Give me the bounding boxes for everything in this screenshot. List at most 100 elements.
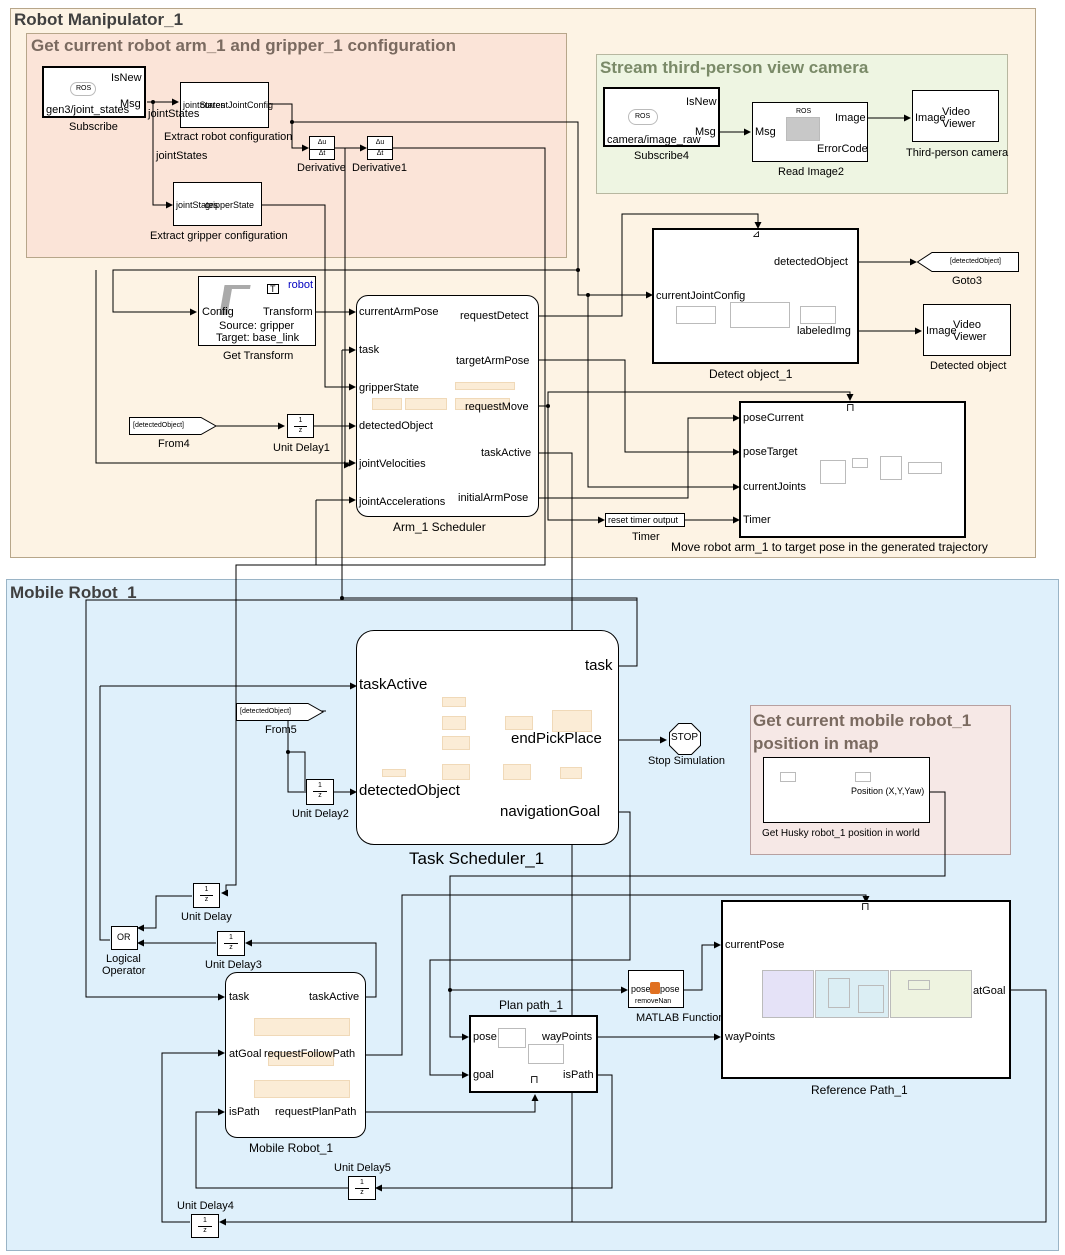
unit-delay3-caption: Unit Delay3 (205, 959, 262, 971)
arm-in-currentarmpose: currentArmPose (359, 306, 439, 318)
unit-delay4-num: 1 (203, 1217, 207, 1224)
move-subsystem-4 (908, 462, 942, 474)
unit-delay5-caption: Unit Delay5 (334, 1162, 391, 1174)
arm-scheduler-state-1 (372, 398, 402, 410)
from5-caption: From5 (265, 724, 297, 736)
read-image-in-port: Msg (755, 126, 776, 138)
extract-config-caption: Extract robot configuration (164, 131, 293, 143)
move-in-currentjoints: currentJoints (743, 481, 806, 493)
unit-delay2-caption: Unit Delay2 (292, 808, 349, 820)
from4-tag: [detectedObject] (133, 422, 184, 429)
move-in-posecurrent: poseCurrent (743, 412, 804, 424)
move-subsystem-3 (880, 456, 902, 480)
derivative-block[interactable] (309, 136, 335, 160)
unit-delay3-num: 1 (229, 934, 233, 941)
subscribe4-block[interactable] (603, 87, 720, 147)
get-transform-robot-label: robot (288, 279, 314, 291)
unit-delay-num: 1 (204, 886, 209, 893)
mobile-out-requestfollowpath: requestFollowPath (264, 1048, 356, 1060)
unit-delay3-block[interactable] (217, 931, 245, 956)
mobile-position-title-1: Get current mobile robot_1 position in m… (753, 711, 972, 753)
read-image-out-error: ErrorCode (817, 143, 868, 155)
unit-delay4-caption: Unit Delay4 (177, 1200, 234, 1212)
extract-gripper-in-port: jointStates (176, 200, 219, 210)
reference-region-1 (762, 970, 814, 1018)
detected-viewer-caption: Detected object (930, 360, 1007, 372)
extract-gripper-block[interactable] (173, 182, 262, 226)
detect-trigger-icon: ⊿ (752, 229, 761, 240)
matlab-logo-icon (650, 982, 660, 994)
detect-object-block[interactable] (652, 228, 859, 364)
get-transform-block[interactable] (198, 276, 316, 346)
from5-tag: [detectedObject] (240, 708, 291, 715)
reference-sub-2 (858, 985, 884, 1013)
reference-in-waypoints: wayPoints (725, 1031, 776, 1043)
goto3-caption: Goto3 (952, 275, 982, 287)
extract-gripper-caption: Extract gripper configuration (150, 230, 288, 242)
camera-ros-label: ROS (635, 113, 651, 120)
move-in-timer: Timer (743, 514, 771, 526)
detected-viewer-in-port: Image (926, 325, 957, 337)
image-icon (786, 117, 820, 141)
task-scheduler-block[interactable] (356, 630, 619, 845)
detected-viewer-block[interactable] (923, 304, 1011, 356)
get-config-title: Get current robot arm_1 and gripper_1 co… (31, 36, 457, 55)
unit-delay4-den: z (198, 1226, 212, 1235)
plan-path-block[interactable] (469, 1015, 598, 1093)
unit-delay-block[interactable] (193, 883, 220, 908)
get-transform-source: Source: gripper (219, 320, 295, 332)
extract-config-block[interactable] (180, 82, 269, 128)
t-icon: T (267, 284, 279, 294)
detect-out-labeledimg: labeledImg (797, 325, 851, 337)
video-viewer-in-port: Image (915, 112, 946, 124)
goto3-block[interactable] (917, 252, 1019, 272)
mobile-state-2 (268, 1052, 334, 1066)
move-in-posetarget: poseTarget (743, 446, 798, 458)
arm-out-requestdetect: requestDetect (460, 310, 529, 322)
arm-in-jointaccelerations: jointAccelerations (359, 496, 446, 508)
unit-delay2-num: 1 (318, 782, 322, 789)
extract-config-out-port: currentJointConfig (200, 100, 274, 110)
plan-path-title: Plan path_1 (499, 998, 564, 1012)
husky-block[interactable] (763, 757, 930, 823)
husky-subsystem-1 (780, 772, 796, 782)
camera-ros-cloud-icon (628, 109, 658, 125)
move-robot-block[interactable] (739, 401, 966, 538)
reference-in-currentpose: currentPose (725, 939, 785, 951)
task-state-9 (560, 767, 582, 779)
derivative-den: Δt (309, 149, 335, 158)
stop-label: STOP (671, 732, 699, 743)
task-in-detectedobject: detectedObject (359, 782, 460, 799)
reference-region-2 (815, 970, 889, 1018)
reference-path-caption: Reference Path_1 (811, 1083, 908, 1097)
stop-icon[interactable] (669, 723, 701, 755)
timer-label: reset timer output (608, 515, 679, 525)
arm-in-task: task (359, 344, 380, 356)
plan-out-waypoints: wayPoints (542, 1031, 593, 1043)
task-scheduler-caption: Task Scheduler_1 (409, 849, 545, 868)
from5-block[interactable] (236, 703, 324, 721)
arm-in-gripperstate: gripperState (359, 382, 419, 394)
task-out-navigationgoal: navigationGoal (500, 803, 601, 820)
plan-in-goal: goal (473, 1069, 494, 1081)
reference-trigger-icon: ⊓ (861, 901, 870, 913)
plan-out-ispath: isPath (563, 1069, 594, 1081)
logical-operator-block[interactable] (111, 926, 138, 950)
from4-caption: From4 (158, 438, 190, 450)
unit-delay1-den: z (294, 426, 307, 435)
derivative1-block[interactable] (367, 136, 393, 160)
timer-block[interactable] (605, 513, 685, 527)
arm-in-detectedobject: detectedObject (359, 420, 433, 432)
unit-delay5-den: z (355, 1188, 369, 1197)
task-state-1 (442, 697, 466, 707)
read-image-out-image: Image (835, 112, 866, 124)
unit-delay2-block[interactable] (306, 779, 334, 805)
unit-delay-den: z (200, 895, 213, 904)
video-viewer-block[interactable] (912, 90, 999, 142)
get-transform-out-port: Transform (263, 306, 313, 318)
unit-delay5-block[interactable] (348, 1176, 376, 1200)
from4-block[interactable] (129, 417, 217, 435)
husky-caption: Get Husky robot_1 position in world (762, 828, 920, 839)
matlab-fn-name: removeNan (635, 998, 672, 1005)
